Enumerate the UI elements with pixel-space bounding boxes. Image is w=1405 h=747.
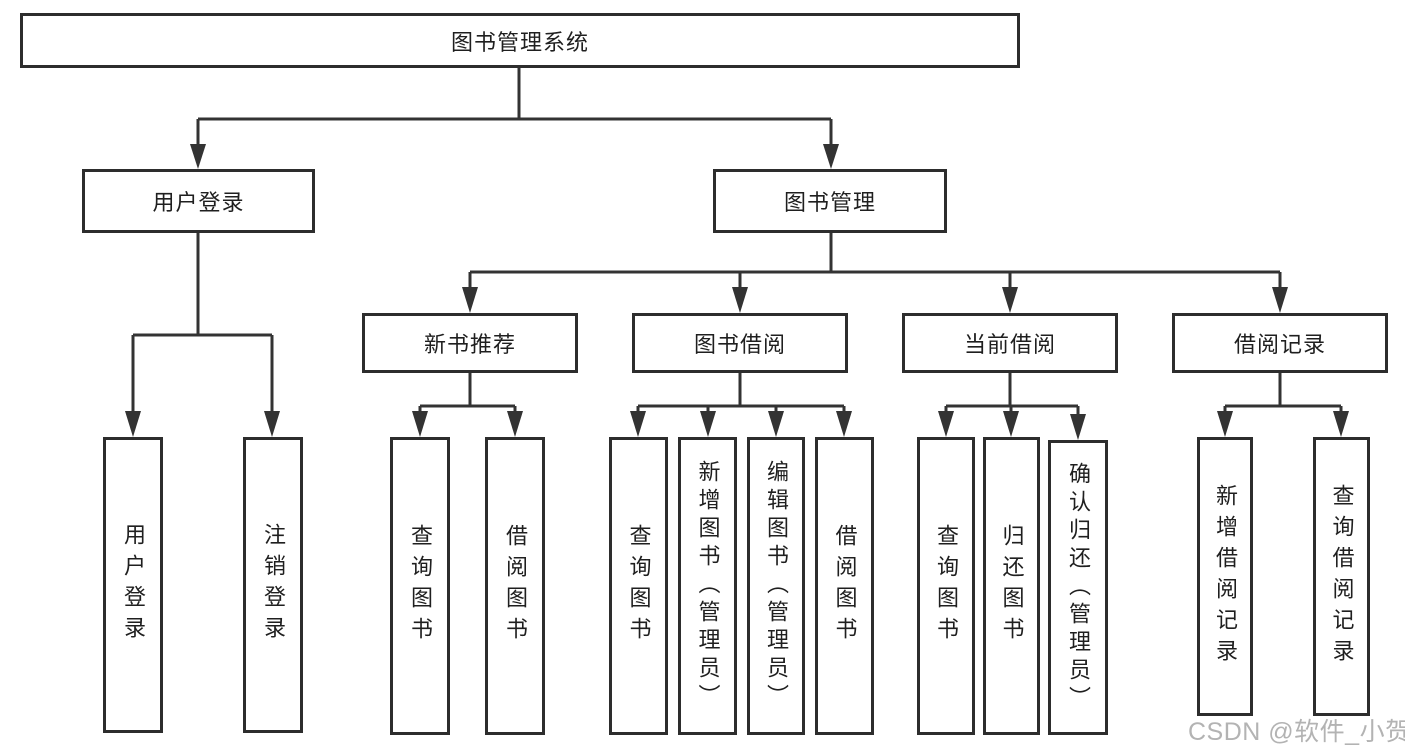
connector-user-login-to-leaves — [125, 233, 280, 437]
node-new-book-recommend: 新书推荐 — [362, 313, 578, 373]
node-label: 当前借阅 — [963, 332, 1056, 357]
leaf-borrow-books-2: 借阅图书 — [815, 437, 874, 735]
leaf-return-books: 归还图书 — [983, 437, 1040, 735]
node-user-login-module: 用户登录 — [82, 169, 315, 233]
node-book-management-module: 图书管理 — [713, 169, 947, 233]
node-label: 图书借阅 — [693, 332, 786, 357]
leaf-query-books-1: 查询图书 — [390, 437, 450, 735]
leaf-confirm-return-admin: 确认归还（管理员） — [1048, 440, 1108, 735]
node-label: 用户登录 — [152, 190, 245, 215]
leaf-logout: 注销登录 — [243, 437, 303, 733]
leaf-edit-books-admin: 编辑图书（管理员） — [747, 437, 805, 735]
node-book-borrowing: 图书借阅 — [632, 313, 848, 373]
node-borrowing-records: 借阅记录 — [1172, 313, 1388, 373]
connector-book-borrow-to-leaves — [630, 373, 852, 437]
leaf-add-borrow-record: 新增借阅记录 — [1197, 437, 1253, 716]
connector-current-borrow-to-leaves — [938, 373, 1086, 440]
node-label: 图书管理 — [783, 190, 876, 215]
leaf-borrow-books-1: 借阅图书 — [485, 437, 545, 735]
connector-borrow-records-to-leaves — [1217, 373, 1349, 437]
connector-new-rec-to-leaves — [412, 373, 523, 437]
node-label: 新书推荐 — [423, 332, 516, 357]
leaf-user-login: 用户登录 — [103, 437, 163, 733]
leaf-query-books-3: 查询图书 — [917, 437, 975, 735]
connector-root-to-level2 — [190, 68, 839, 169]
leaf-query-books-2: 查询图书 — [609, 437, 668, 735]
csdn-watermark: CSDN @软件_小贺同学 — [1188, 718, 1405, 746]
leaf-query-borrow-record: 查询借阅记录 — [1313, 437, 1370, 716]
node-current-borrowing: 当前借阅 — [902, 313, 1118, 373]
connector-book-mgmt-to-level3 — [462, 233, 1288, 313]
leaf-add-books-admin: 新增图书（管理员） — [678, 437, 737, 735]
node-root-system: 图书管理系统 — [20, 13, 1020, 68]
node-label: 借阅记录 — [1233, 332, 1326, 357]
node-label: 图书管理系统 — [450, 29, 589, 55]
